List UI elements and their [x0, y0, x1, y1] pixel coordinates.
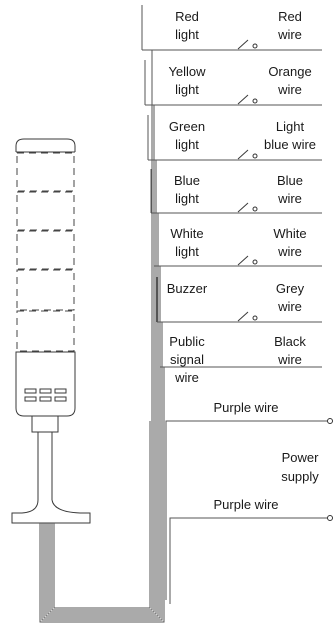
white-wire-label-0: White: [273, 226, 306, 241]
white-device-label-0: White: [170, 226, 203, 241]
blue-switch-contact[interactable]: [252, 206, 258, 212]
red-wire-label-0: Red: [278, 9, 302, 24]
public-device-label-0: Public: [169, 334, 205, 349]
green-switch-arm: [237, 149, 249, 160]
tower-cap: [15, 138, 76, 152]
yellow-wire-label-0: Orange: [268, 64, 311, 79]
green-device-label-1: light: [175, 137, 199, 152]
cable-bundle: [39, 50, 328, 623]
tower-base-housing: [15, 351, 76, 417]
power-terminal-bottom[interactable]: [327, 515, 333, 521]
blue-device-label-0: Blue: [174, 173, 200, 188]
yellow-wire-label-1: wire: [277, 82, 302, 97]
tower-module-yellow: [16, 191, 75, 231]
red-device-label-1: light: [175, 27, 199, 42]
buzzer-wire-label-0: Grey: [276, 281, 305, 296]
green-wire-label-1: blue wire: [264, 137, 316, 152]
buzzer-grille: [24, 388, 67, 402]
public-wire-label-1: wire: [277, 352, 302, 367]
blue-wire-label-1: wire: [277, 191, 302, 206]
public-device-label-1: signal: [170, 352, 204, 367]
buzzer-switch-contact[interactable]: [252, 315, 258, 321]
bundle-wire-0: [39, 367, 165, 623]
red-device-label-0: Red: [175, 9, 199, 24]
bundle-wire-5: [49, 105, 155, 613]
green-wire-label-0: Light: [276, 119, 305, 134]
tower-mount-foot: [11, 499, 91, 524]
tower-module-red: [16, 152, 75, 192]
public-wire-label-0: Black: [274, 334, 306, 349]
power-supply-section: Purple wire Power supply Purple wire: [213, 400, 333, 521]
red-wire-label-1: wire: [277, 27, 302, 42]
terminal-row-green: Green light Light blue wire: [147, 115, 322, 161]
green-switch-contact[interactable]: [252, 153, 258, 159]
white-device-label-1: light: [175, 244, 199, 259]
bundle-wire-1: [41, 322, 163, 621]
terminal-row-blue: Blue light Blue wire: [150, 169, 322, 214]
tower-module-green: [16, 230, 75, 270]
power-top-wire-label: Purple wire: [213, 400, 278, 415]
power-label-line2: supply: [281, 469, 319, 484]
yellow-device-label-1: light: [175, 82, 199, 97]
tower-module-blue: [16, 269, 75, 311]
public-device-label-2: wire: [174, 370, 199, 385]
power-terminal-top[interactable]: [327, 418, 333, 424]
white-switch-contact[interactable]: [252, 259, 258, 265]
blue-wire-label-0: Blue: [277, 173, 303, 188]
tower-light-modules: [16, 152, 75, 352]
terminal-row-public: Public signal wire Black wire: [159, 330, 322, 385]
terminal-rows: RedlightRedwireYellowlightOrangewireGree…: [141, 5, 322, 385]
signal-tower: [11, 138, 91, 524]
terminal-row-yellow: Yellow light Orange wire: [144, 60, 322, 106]
red-switch-contact[interactable]: [252, 43, 258, 49]
purple-wire-bottom: [169, 517, 328, 604]
yellow-switch-arm: [237, 94, 249, 105]
yellow-device-label-0: Yellow: [168, 64, 206, 79]
buzzer-device-label-0: Buzzer: [167, 281, 208, 296]
bundle-wire-2: [43, 266, 161, 619]
white-wire-label-1: wire: [277, 244, 302, 259]
bundle-wire-6: [51, 50, 153, 611]
white-switch-arm: [237, 255, 249, 266]
yellow-switch-contact[interactable]: [252, 98, 258, 104]
red-switch-arm: [237, 39, 249, 50]
terminal-row-red: Red light Red wire: [141, 5, 322, 51]
green-device-label-0: Green: [169, 119, 205, 134]
terminal-row-white: White light White wire: [153, 222, 322, 267]
power-label-line1: Power: [282, 450, 320, 465]
buzzer-switch-arm: [237, 311, 249, 322]
tower-connector: [31, 415, 59, 433]
terminal-row-buzzer: Buzzer Grey wire: [156, 277, 322, 323]
tower-module-white: [16, 310, 75, 352]
bundle-wire-4: [47, 160, 157, 615]
blue-switch-arm: [237, 202, 249, 213]
bundle-wire-3: [45, 213, 159, 617]
blue-device-label-1: light: [175, 191, 199, 206]
bundle-wire-7: [53, 421, 151, 609]
purple-wire-top: [165, 420, 328, 600]
buzzer-wire-label-1: wire: [277, 299, 302, 314]
power-bottom-wire-label: Purple wire: [213, 497, 278, 512]
